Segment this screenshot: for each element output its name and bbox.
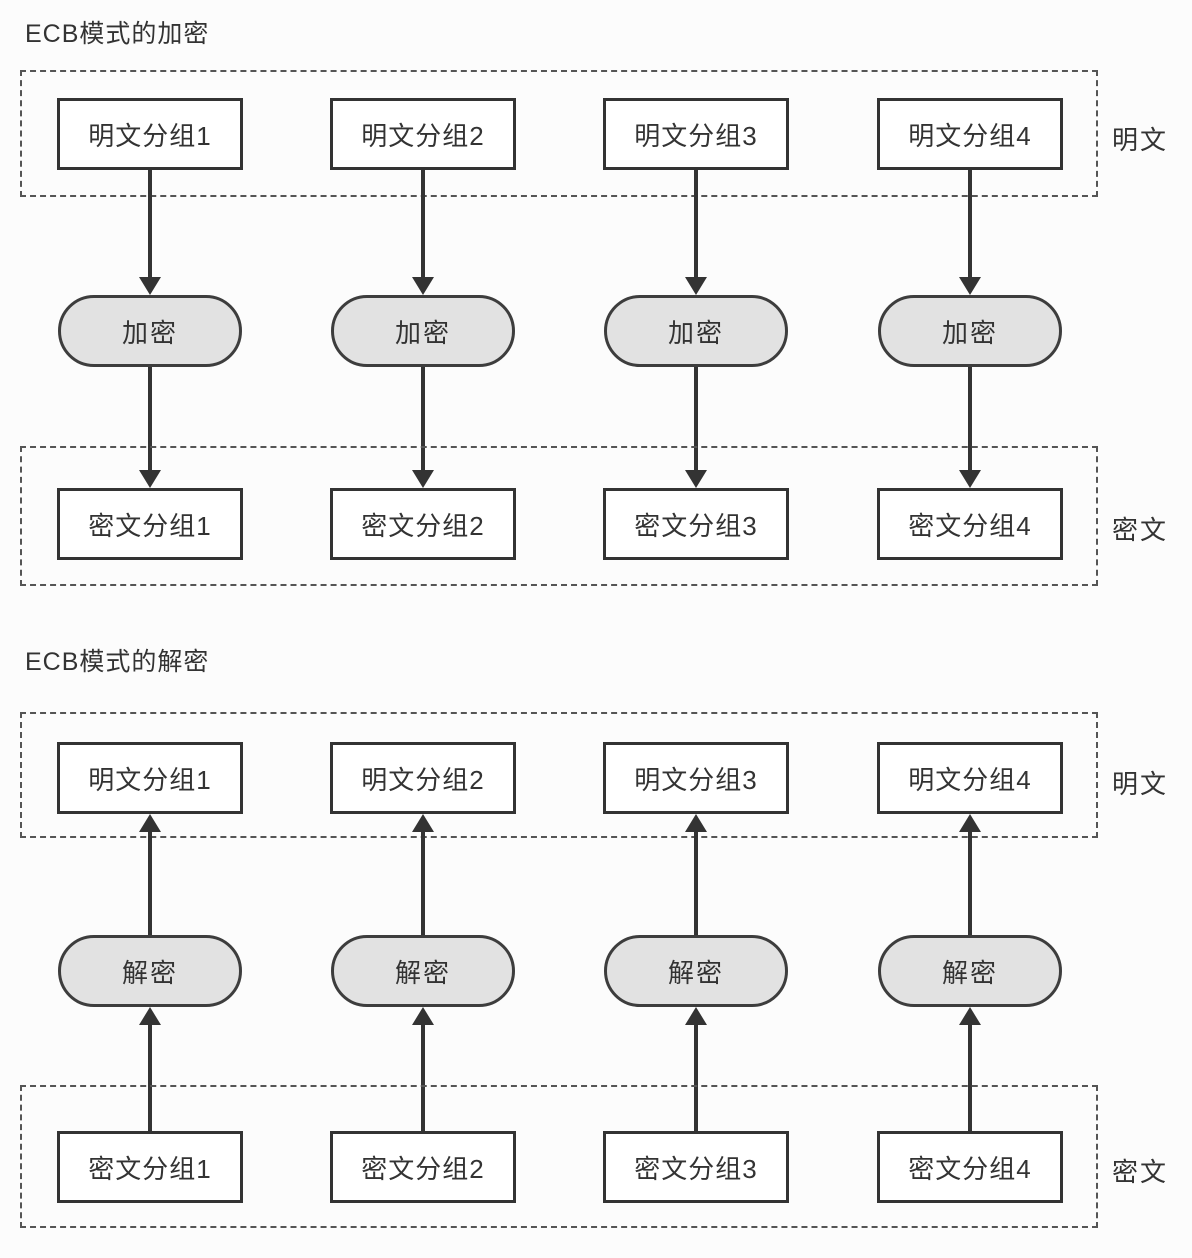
arrow-shaft: [694, 1024, 698, 1132]
arrow-shaft: [968, 170, 972, 278]
arrow-shaft: [694, 831, 698, 936]
ciphertext-block-1: 密文分组1: [57, 488, 243, 560]
section-title: ECB模式的解密: [25, 648, 210, 676]
section-title: ECB模式的加密: [25, 20, 210, 48]
decrypt-operation-4: 解密: [878, 935, 1062, 1007]
plaintext-block-2: 明文分组2: [330, 98, 516, 170]
decrypt-operation-3: 解密: [604, 935, 788, 1007]
plaintext-block-3: 明文分组3: [603, 742, 789, 814]
plaintext-group-border: [20, 712, 1098, 838]
arrowhead-down-icon: [412, 277, 434, 295]
arrowhead-up-icon: [959, 814, 981, 832]
arrowhead-down-icon: [139, 277, 161, 295]
decrypt-operation-2: 解密: [331, 935, 515, 1007]
plaintext-block-4: 明文分组4: [877, 98, 1063, 170]
arrowhead-down-icon: [139, 470, 161, 488]
ciphertext-block-1: 密文分组1: [57, 1131, 243, 1203]
arrow-shaft: [694, 170, 698, 278]
plaintext-block-4: 明文分组4: [877, 742, 1063, 814]
arrowhead-up-icon: [685, 1007, 707, 1025]
ciphertext-block-2: 密文分组2: [330, 1131, 516, 1203]
plaintext-group-border: [20, 70, 1098, 197]
ciphertext-block-2: 密文分组2: [330, 488, 516, 560]
arrow-shaft: [148, 367, 152, 471]
arrow-shaft: [968, 1024, 972, 1132]
plaintext-block-1: 明文分组1: [57, 742, 243, 814]
arrow-shaft: [421, 831, 425, 936]
arrowhead-up-icon: [685, 814, 707, 832]
encrypt-operation-2: 加密: [331, 295, 515, 367]
arrow-shaft: [421, 170, 425, 278]
plaintext-side-label: 明文: [1112, 769, 1169, 799]
plaintext-block-2: 明文分组2: [330, 742, 516, 814]
arrow-shaft: [694, 367, 698, 471]
plaintext-block-3: 明文分组3: [603, 98, 789, 170]
plaintext-side-label: 明文: [1112, 125, 1169, 155]
arrowhead-down-icon: [685, 470, 707, 488]
arrowhead-down-icon: [412, 470, 434, 488]
plaintext-block-1: 明文分组1: [57, 98, 243, 170]
arrowhead-up-icon: [139, 1007, 161, 1025]
arrow-shaft: [968, 367, 972, 471]
ciphertext-group-border: [20, 1085, 1098, 1228]
arrowhead-up-icon: [412, 1007, 434, 1025]
encrypt-operation-4: 加密: [878, 295, 1062, 367]
encrypt-operation-1: 加密: [58, 295, 242, 367]
arrowhead-down-icon: [685, 277, 707, 295]
arrowhead-down-icon: [959, 277, 981, 295]
arrowhead-up-icon: [959, 1007, 981, 1025]
arrow-shaft: [968, 831, 972, 936]
arrowhead-up-icon: [139, 814, 161, 832]
ciphertext-block-4: 密文分组4: [877, 488, 1063, 560]
arrow-shaft: [421, 1024, 425, 1132]
decrypt-operation-1: 解密: [58, 935, 242, 1007]
arrow-shaft: [148, 831, 152, 936]
ciphertext-block-3: 密文分组3: [603, 1131, 789, 1203]
ciphertext-block-3: 密文分组3: [603, 488, 789, 560]
arrow-shaft: [421, 367, 425, 471]
arrowhead-up-icon: [412, 814, 434, 832]
ciphertext-block-4: 密文分组4: [877, 1131, 1063, 1203]
ciphertext-side-label: 密文: [1112, 1157, 1169, 1187]
arrow-shaft: [148, 170, 152, 278]
encrypt-operation-3: 加密: [604, 295, 788, 367]
ciphertext-group-border: [20, 446, 1098, 586]
arrowhead-down-icon: [959, 470, 981, 488]
ciphertext-side-label: 密文: [1112, 515, 1169, 545]
arrow-shaft: [148, 1024, 152, 1132]
